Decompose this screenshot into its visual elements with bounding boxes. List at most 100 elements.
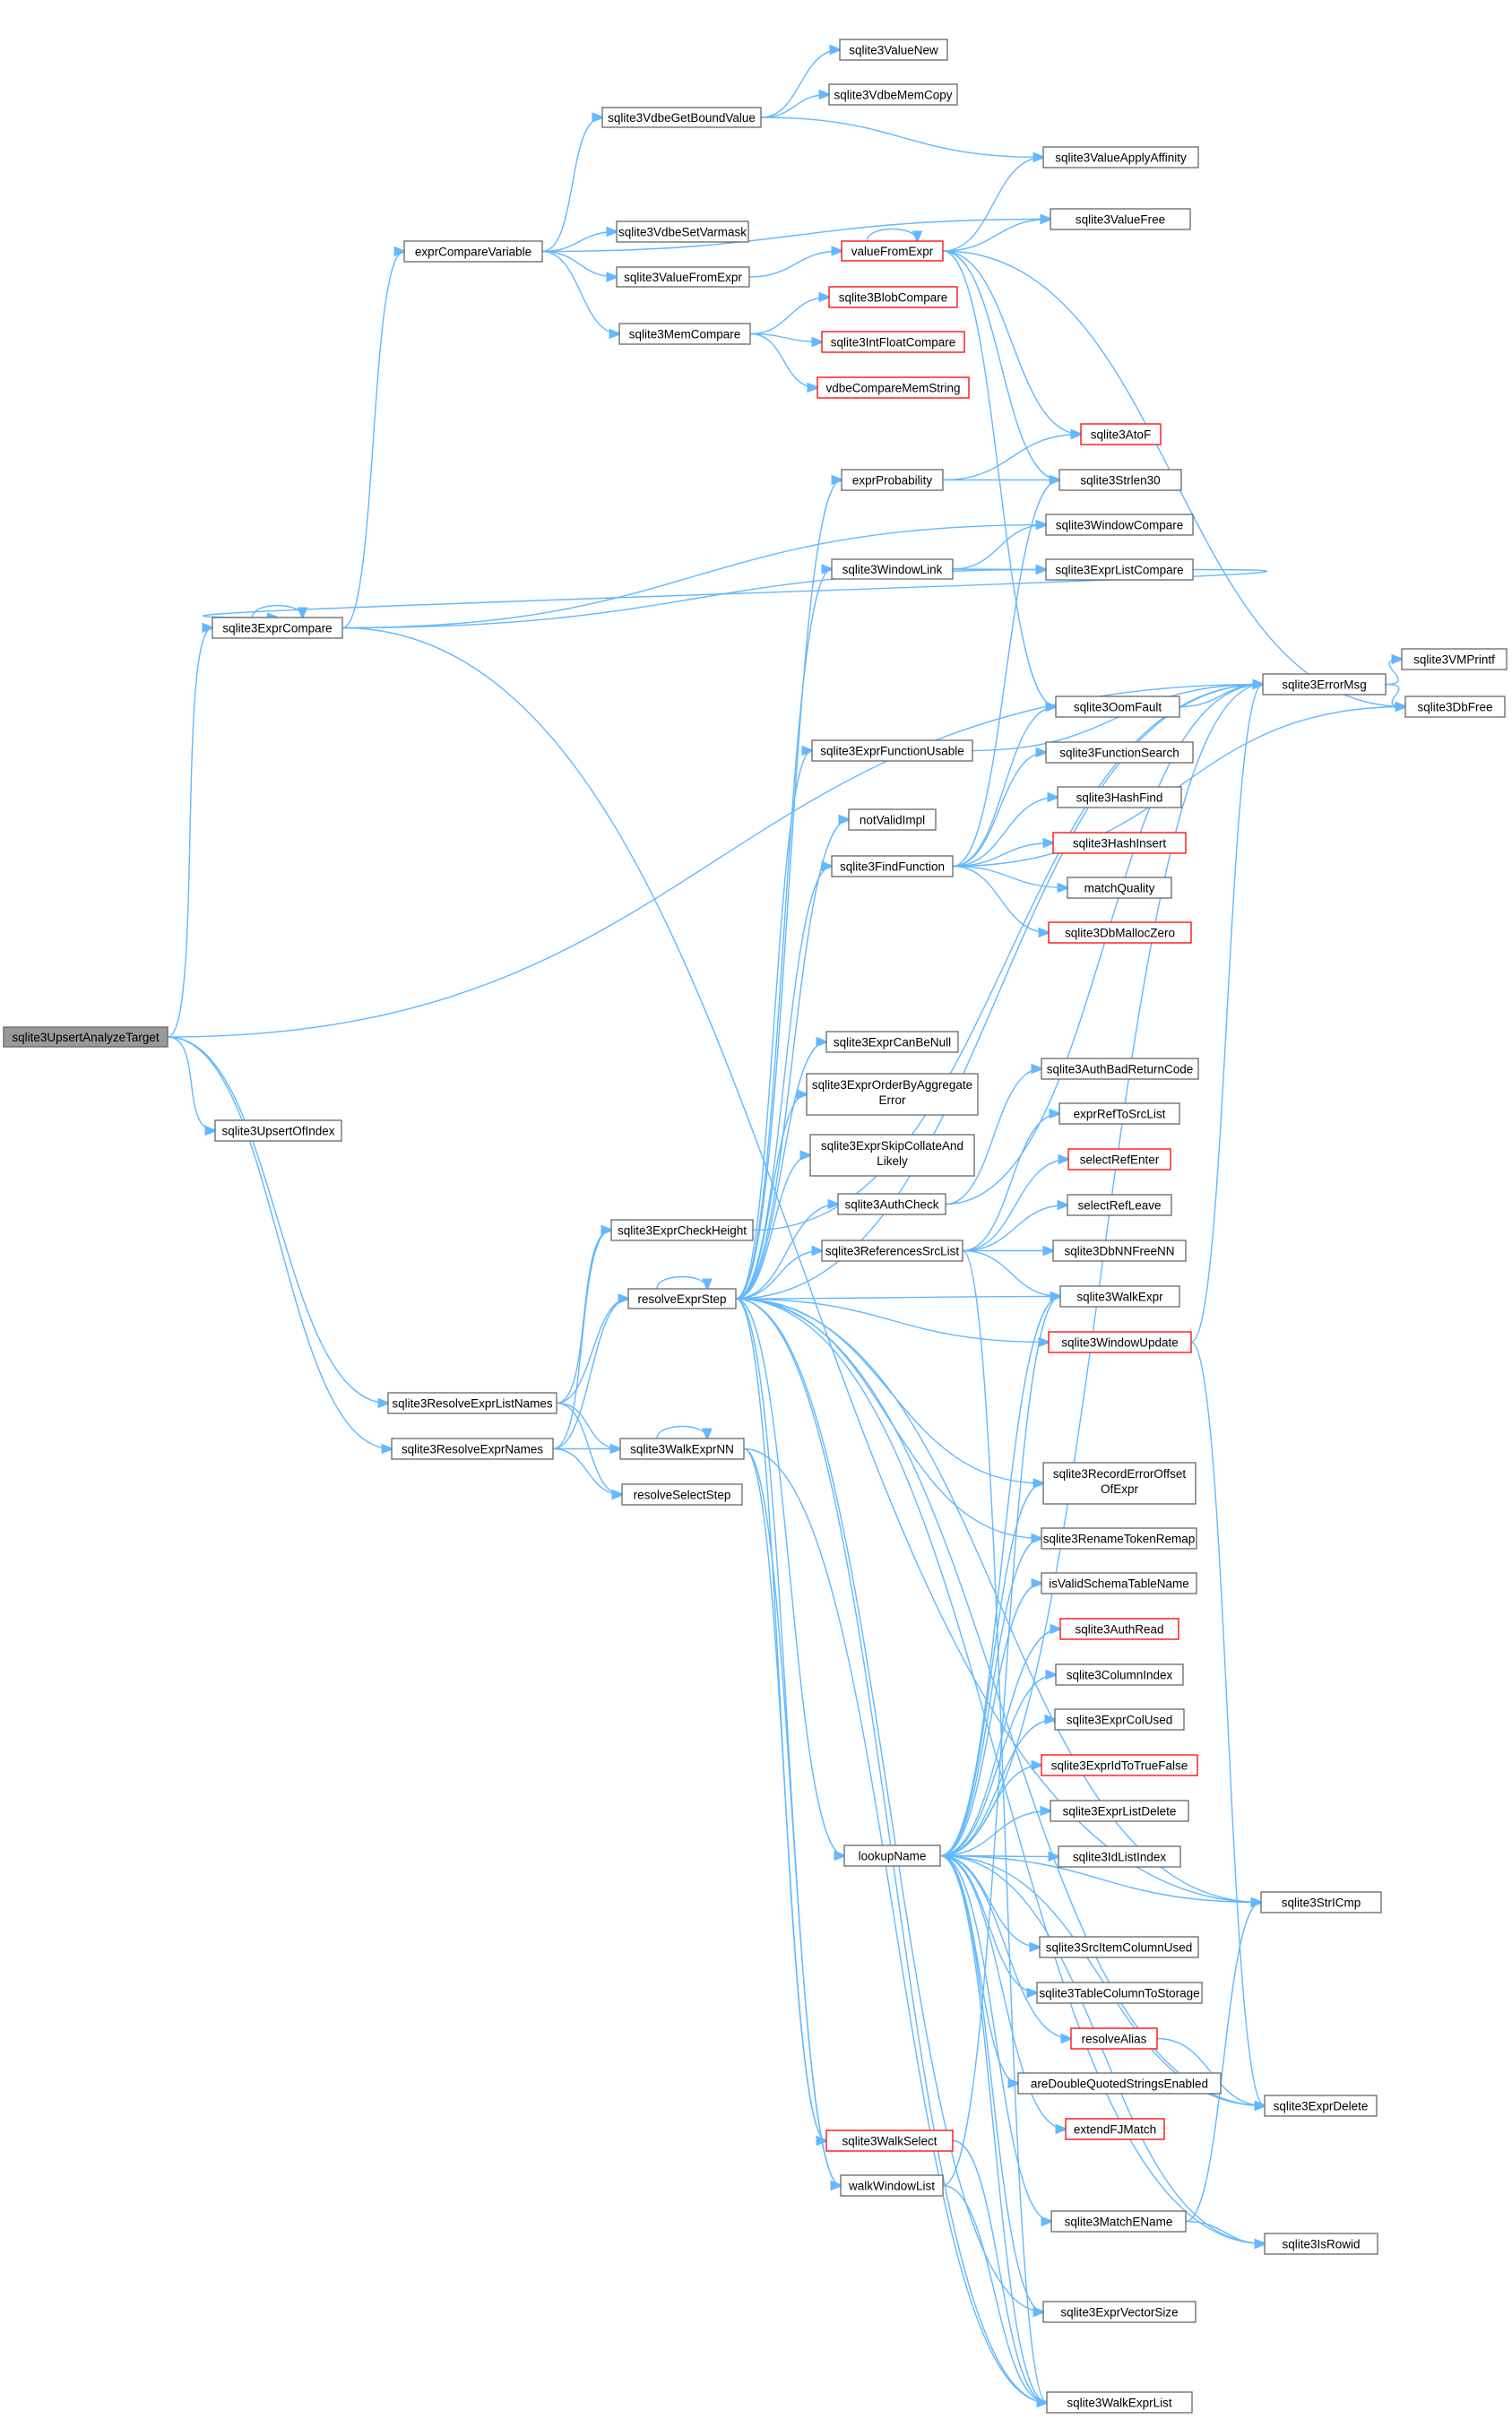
edge-sqlite3-auth-check-to-sqlite3-error-msg (945, 685, 1263, 1205)
node-sqlite3-resolve-expr-list-names[interactable]: sqlite3ResolveExprListNames (387, 1392, 557, 1414)
node-sqlite3-window-update[interactable]: sqlite3WindowUpdate (1048, 1331, 1192, 1353)
node-sqlite3-auth-read[interactable]: sqlite3AuthRead (1059, 1618, 1179, 1640)
node-root[interactable]: sqlite3UpsertAnalyzeTarget (3, 1026, 168, 1048)
node-resolve-expr-step[interactable]: resolveExprStep (627, 1288, 737, 1309)
node-select-ref-enter[interactable]: selectRefEnter (1067, 1148, 1171, 1171)
node-sqlite3-value-free[interactable]: sqlite3ValueFree (1050, 208, 1191, 230)
edge-root-to-sqlite3-resolve-expr-list-names (167, 1036, 388, 1404)
node-sqlite3-references-src-list[interactable]: sqlite3ReferencesSrcList (821, 1240, 963, 1262)
node-label: sqlite3ExprOrderByAggregate (812, 1078, 972, 1092)
node-sqlite3-value-from-expr[interactable]: sqlite3ValueFromExpr (616, 266, 750, 288)
node-sqlite3-table-column-to-storage[interactable]: sqlite3TableColumnToStorage (1036, 1982, 1203, 2004)
node-box (1042, 1462, 1197, 1505)
node-label: sqlite3AuthCheck (844, 1198, 938, 1212)
node-is-valid-schema-table-name[interactable]: isValidSchemaTableName (1041, 1572, 1197, 1594)
node-walk-window-list[interactable]: walkWindowList (840, 2174, 944, 2197)
node-sqlite3-walk-expr-nn[interactable]: sqlite3WalkExprNN (619, 1438, 745, 1460)
node-sqlite3-db-malloc-zero[interactable]: sqlite3DbMallocZero (1048, 921, 1192, 944)
edge-resolve-expr-step-to-sqlite3-expr-delete (735, 1298, 1265, 2106)
node-sqlite3-int-float-compare[interactable]: sqlite3IntFloatCompare (821, 331, 965, 353)
node-sqlite3-str-icmp[interactable]: sqlite3StrICmp (1260, 1891, 1382, 1914)
node-sqlite3-vdbe-get-bound-value[interactable]: sqlite3VdbeGetBoundValue (601, 107, 762, 128)
node-are-double-quoted-strings-enabled[interactable]: areDoubleQuotedStringsEnabled (1017, 2072, 1222, 2095)
edge-lookup-name-to-sqlite3-expr-id-to-true-false (939, 1766, 1041, 1857)
node-sqlite3-value-new[interactable]: sqlite3ValueNew (839, 39, 948, 61)
edge-sqlite3-find-function-to-sqlite3-hash-insert (952, 843, 1053, 868)
node-sqlite3-expr-col-used[interactable]: sqlite3ExprColUsed (1054, 1708, 1185, 1731)
node-sqlite3-walk-expr[interactable]: sqlite3WalkExpr (1059, 1285, 1180, 1308)
node-sqlite3-walk-expr-list[interactable]: sqlite3WalkExprList (1046, 2391, 1193, 2414)
node-label: sqlite3ColumnIndex (1067, 1669, 1173, 1682)
node-sqlite3-upsert-of-index[interactable]: sqlite3UpsertOfIndex (214, 1119, 342, 1142)
node-sqlite3-window-link[interactable]: sqlite3WindowLink (831, 558, 954, 580)
node-extend-fjmatch[interactable]: extendFJMatch (1065, 2118, 1165, 2140)
node-label: matchQuality (1084, 882, 1155, 895)
node-resolve-select-step[interactable]: resolveSelectStep (621, 1483, 743, 1506)
edge-sqlite3-expr-compare-to-sqlite3-expr-compare (251, 604, 303, 618)
edge-expr-compare-variable-to-sqlite3-value-from-expr (541, 250, 617, 278)
node-box (1052, 1240, 1187, 1262)
node-sqlite3-rename-token-remap[interactable]: sqlite3RenameTokenRemap (1041, 1527, 1197, 1550)
node-sqlite3-expr-vector-size[interactable]: sqlite3ExprVectorSize (1042, 2301, 1197, 2323)
node-sqlite3-walk-select[interactable]: sqlite3WalkSelect (825, 2130, 954, 2152)
node-sqlite3-function-search[interactable]: sqlite3FunctionSearch (1045, 741, 1194, 764)
node-resolve-alias[interactable]: resolveAlias (1070, 2027, 1158, 2050)
node-sqlite3-expr-function-usable[interactable]: sqlite3ExprFunctionUsable (811, 739, 973, 762)
node-sqlite3-mem-compare[interactable]: sqlite3MemCompare (618, 323, 751, 345)
node-label: sqlite3VMPrintf (1413, 653, 1495, 667)
node-not-valid-impl[interactable]: notValidImpl (848, 808, 937, 831)
node-select-ref-leave[interactable]: selectRefLeave (1067, 1194, 1172, 1216)
node-vdbe-compare-mem-string[interactable]: vdbeCompareMemString (816, 376, 970, 399)
node-lookup-name[interactable]: lookupName (843, 1844, 941, 1867)
node-sqlite3-expr-check-height[interactable]: sqlite3ExprCheckHeight (610, 1219, 754, 1241)
node-expr-probability[interactable]: exprProbability (841, 469, 944, 491)
node-label: sqlite3DbFree (1417, 701, 1492, 714)
node-sqlite3-hash-insert[interactable]: sqlite3HashInsert (1052, 832, 1187, 854)
edge-sqlite3-references-src-list-to-select-ref-leave (962, 1205, 1067, 1252)
node-sqlite3-error-msg[interactable]: sqlite3ErrorMsg (1262, 673, 1387, 695)
edge-sqlite3-find-function-to-sqlite3-db-malloc-zero (952, 865, 1049, 933)
node-sqlite3-ato-f[interactable]: sqlite3AtoF (1080, 423, 1162, 445)
node-sqlite3-value-apply-affinity[interactable]: sqlite3ValueApplyAffinity (1042, 146, 1199, 168)
node-sqlite3-db-nnfree-nn[interactable]: sqlite3DbNNFreeNN (1052, 1240, 1187, 1262)
node-sqlite3-find-function[interactable]: sqlite3FindFunction (831, 855, 954, 877)
node-sqlite3-vdbe-mem-copy[interactable]: sqlite3VdbeMemCopy (828, 83, 958, 106)
node-sqlite3-is-rowid[interactable]: sqlite3IsRowid (1264, 2233, 1378, 2255)
node-sqlite3-src-item-column-used[interactable]: sqlite3SrcItemColumnUsed (1039, 1936, 1199, 1958)
node-sqlite3-auth-check[interactable]: sqlite3AuthCheck (837, 1193, 946, 1215)
node-sqlite3-expr-compare[interactable]: sqlite3ExprCompare (212, 617, 343, 639)
node-label: sqlite3ExprListDelete (1063, 1805, 1177, 1819)
node-match-quality[interactable]: matchQuality (1067, 877, 1172, 899)
node-sqlite3-expr-can-be-null[interactable]: sqlite3ExprCanBeNull (825, 1031, 959, 1053)
node-box (1045, 558, 1194, 581)
node-box (1052, 832, 1187, 854)
node-label: sqlite3TableColumnToStorage (1039, 1987, 1199, 2000)
edge-expr-compare-variable-to-sqlite3-vdbe-set-varmask (541, 232, 617, 253)
edge-sqlite3-resolve-expr-list-names-to-sqlite3-expr-check-height (556, 1231, 611, 1404)
node-sqlite3-expr-list-delete[interactable]: sqlite3ExprListDelete (1050, 1800, 1189, 1822)
node-sqlite3-match-ename[interactable]: sqlite3MatchEName (1050, 2210, 1187, 2233)
node-sqlite3-oom-fault[interactable]: sqlite3OomFault (1055, 695, 1180, 718)
node-sqlite3-id-list-index[interactable]: sqlite3IdListIndex (1058, 1845, 1181, 1868)
node-sqlite3-resolve-expr-names[interactable]: sqlite3ResolveExprNames (391, 1438, 554, 1460)
node-sqlite3-auth-bad-return-code[interactable]: sqlite3AuthBadReturnCode (1041, 1058, 1199, 1080)
node-value-from-expr[interactable]: valueFromExpr (841, 240, 944, 262)
node-sqlite3-column-index[interactable]: sqlite3ColumnIndex (1055, 1663, 1184, 1686)
node-box (1055, 1663, 1184, 1686)
node-sqlite3-expr-list-compare[interactable]: sqlite3ExprListCompare (1045, 558, 1194, 581)
node-expr-compare-variable[interactable]: exprCompareVariable (403, 240, 543, 263)
node-sqlite3-expr-delete[interactable]: sqlite3ExprDelete (1264, 2095, 1378, 2117)
node-sqlite3-db-free[interactable]: sqlite3DbFree (1404, 695, 1506, 718)
node-sqlite3-strlen30[interactable]: sqlite3Strlen30 (1058, 469, 1182, 491)
node-sqlite3-expr-id-to-true-false[interactable]: sqlite3ExprIdToTrueFalse (1041, 1754, 1198, 1776)
node-sqlite3-blob-compare[interactable]: sqlite3BlobCompare (828, 286, 958, 308)
node-sqlite3-window-compare[interactable]: sqlite3WindowCompare (1045, 514, 1194, 536)
edge-resolve-expr-step-to-sqlite3-walk-expr (735, 1297, 1060, 1300)
node-sqlite3-vmprintf[interactable]: sqlite3VMPrintf (1401, 648, 1508, 670)
node-sqlite3-hash-find[interactable]: sqlite3HashFind (1057, 786, 1182, 808)
node-sqlite3-vdbe-set-varmask[interactable]: sqlite3VdbeSetVarmask (616, 220, 749, 243)
node-expr-ref-to-src-list[interactable]: exprRefToSrcList (1058, 1102, 1180, 1125)
